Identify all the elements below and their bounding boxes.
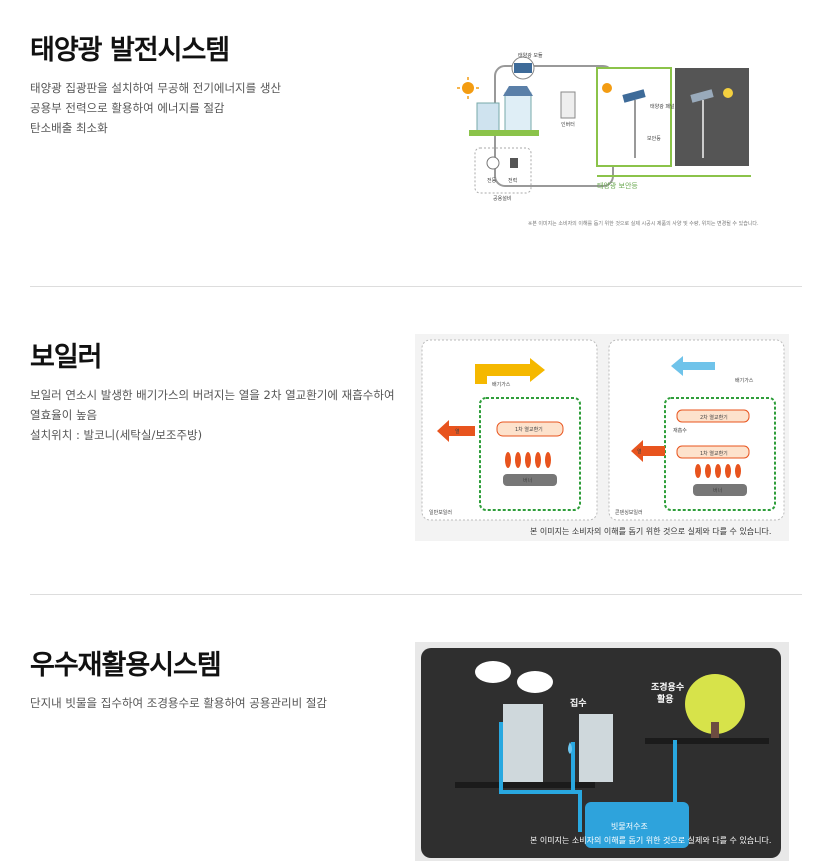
section-divider	[30, 594, 802, 595]
heat-arrow	[437, 420, 475, 442]
tree-icon	[685, 674, 745, 734]
reabsorb-label: 재흡수	[673, 427, 687, 434]
section-description: 태양광 집광판을 설치하여 무공해 전기에너지를 생산 공용부 전력으로 활용하…	[30, 78, 281, 138]
solar-illustration: 태양광 모듈 인버터 전등 전력 공용설비 태양광 패널 보안등 태양광 보안등	[457, 52, 751, 202]
section-title: 태양광 발전시스템	[30, 35, 230, 66]
hx2-label: 2차 열교환기	[700, 414, 728, 421]
section-title: 우수재활용시스템	[30, 650, 222, 681]
label-light: 전등	[487, 177, 497, 184]
exhaust-label-right: 배기가스	[735, 377, 754, 384]
landscape-label-line1: 조경용수	[651, 681, 684, 693]
exhaust-label: 배기가스	[492, 381, 511, 388]
section-title: 보일러	[30, 342, 103, 373]
exhaust-arrow	[475, 358, 545, 384]
figure-note: 본 이미지는 소비자의 이해를 돕기 위한 것으로 실제와 다를 수 있습니다.	[530, 836, 772, 845]
section-description: 보일러 연소시 발생한 배기가스의 버려지는 열을 2차 열교환기에 재흡수하여…	[30, 385, 395, 445]
label-inverter: 인버터	[561, 121, 575, 128]
label-streetlight: 보안등	[647, 135, 661, 142]
figure-note: ※본 이미지는 소비자의 이해를 돕기 위한 것으로 실제 시공시 제품의 사양…	[528, 221, 759, 227]
rainwater-section: 우수재활용시스템 단지내 빗물을 집수하여 조경용수로 활용하여 공용관리비 절…	[0, 595, 825, 861]
solar-section: 태양광 발전시스템 태양광 집광판을 설치하여 무공해 전기에너지를 생산 공용…	[0, 0, 825, 287]
collect-label: 집수	[570, 697, 587, 709]
right-boiler-label: 콘덴싱보일러	[615, 509, 643, 516]
burner-label: 버너	[523, 477, 532, 484]
boiler-diagram: 배기가스 열 1차 열교환기 버너 일반보일러 배기가스 2차 열교환기 재흡수…	[415, 334, 789, 541]
description-line: 열효율이 높음	[30, 408, 98, 422]
section-description: 단지내 빗물을 집수하여 조경용수로 활용하여 공용관리비 절감	[30, 693, 327, 713]
burner-label-right: 버너	[713, 487, 722, 494]
description-line: 태양광 집광판을 설치하여 무공해 전기에너지를 생산	[30, 81, 282, 95]
exhaust-arrow-right	[671, 356, 715, 376]
label-module: 태양광 모듈	[518, 52, 543, 59]
description-line: 탄소배출 최소화	[30, 121, 108, 135]
tank-label: 빗물저수조	[611, 822, 648, 831]
solar-diagram: 태양광 모듈 인버터 전등 전력 공용설비 태양광 패널 보안등 태양광 보안등	[455, 48, 795, 238]
boiler-section: 보일러 보일러 연소시 발생한 배기가스의 버려지는 열을 2차 열교환기에 재…	[0, 287, 825, 594]
left-boiler-label: 일반보일러	[429, 509, 452, 516]
figure-caption: 태양광 보안등	[597, 181, 638, 190]
cloud-icon	[475, 661, 511, 683]
sun-icon	[462, 82, 474, 94]
rainwater-diagram: 집수 조경용수 활용 빗물저수조	[415, 642, 789, 861]
figure-note: 본 이미지는 소비자의 이해를 돕기 위한 것으로 실제와 다를 수 있습니다.	[530, 527, 772, 536]
description-line: 공용부 전력으로 활용하여 에너지를 절감	[30, 101, 225, 115]
description-line: 단지내 빗물을 집수하여 조경용수로 활용하여 공용관리비 절감	[30, 696, 328, 710]
landscape-label-line2: 활용	[657, 693, 674, 705]
hx1-label: 1차 열교환기	[515, 426, 543, 433]
label-power: 전력	[508, 177, 517, 184]
heat-label: 열	[455, 428, 460, 435]
hx1-label-right: 1차 열교환기	[700, 450, 728, 457]
label-public: 공용설비	[493, 195, 511, 202]
heat-label-right: 열	[637, 448, 642, 455]
description-line: 설치위치 : 발코니(세탁실/보조주방)	[30, 428, 203, 442]
label-panel: 태양광 패널	[650, 103, 675, 110]
section-divider	[30, 286, 802, 287]
description-line: 보일러 연소시 발생한 배기가스의 버려지는 열을 2차 열교환기에 재흡수하여	[30, 388, 395, 402]
